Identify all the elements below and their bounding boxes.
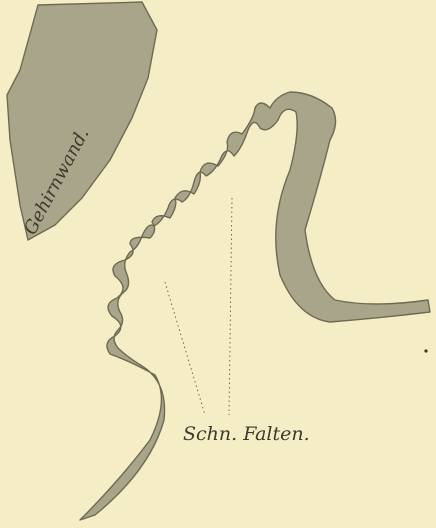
leader-line-1	[165, 282, 205, 415]
ink-dot	[424, 349, 427, 352]
leader-line-2	[229, 198, 232, 415]
folded-membrane-shape	[80, 92, 430, 520]
folds-label: Schn. Falten.	[183, 423, 310, 445]
brain-wall-shape	[7, 2, 157, 240]
